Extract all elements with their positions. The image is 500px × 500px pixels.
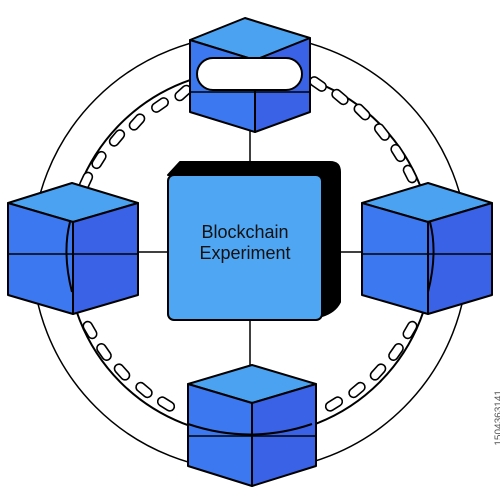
chain-link-icon <box>309 76 327 92</box>
chain-link-icon <box>348 381 366 399</box>
cube-right <box>361 182 493 315</box>
chain-link-icon <box>402 320 418 340</box>
cube-left <box>7 182 139 315</box>
chain-links <box>78 76 418 412</box>
watermark-id: 1504363141 <box>494 390 500 446</box>
chain-link-icon <box>156 396 176 412</box>
ring-over-left-cube <box>65 221 73 293</box>
chain-link-icon <box>135 381 153 399</box>
chain-link-icon <box>373 123 391 141</box>
chain-link-icon <box>353 103 371 121</box>
chain-link-icon <box>82 320 98 340</box>
ring-over-bottom-cube <box>187 423 313 436</box>
chain-link-icon <box>331 88 349 106</box>
chain-link-icon <box>91 150 107 170</box>
title-line-2: Experiment <box>199 243 291 263</box>
title-line-1: Blockchain <box>201 222 289 242</box>
chain-link-icon <box>113 363 131 381</box>
chain-link-icon <box>324 396 344 412</box>
chain-link-icon <box>388 343 404 361</box>
chain-link-icon <box>108 129 126 147</box>
center-block-face <box>167 174 323 321</box>
cube-top-label-pill <box>196 57 303 91</box>
chain-link-icon <box>151 97 169 113</box>
chain-link-icon <box>128 113 146 131</box>
center-block <box>167 161 341 321</box>
cube-top <box>189 17 311 133</box>
ring-over-right-cube <box>427 221 435 293</box>
chain-link-icon <box>402 164 418 184</box>
chain-link-icon <box>369 363 387 381</box>
center-label: Blockchain Experiment <box>170 222 320 264</box>
cube-bottom <box>187 364 317 487</box>
chain-link-icon <box>390 143 406 163</box>
chain-link-icon <box>96 343 112 361</box>
